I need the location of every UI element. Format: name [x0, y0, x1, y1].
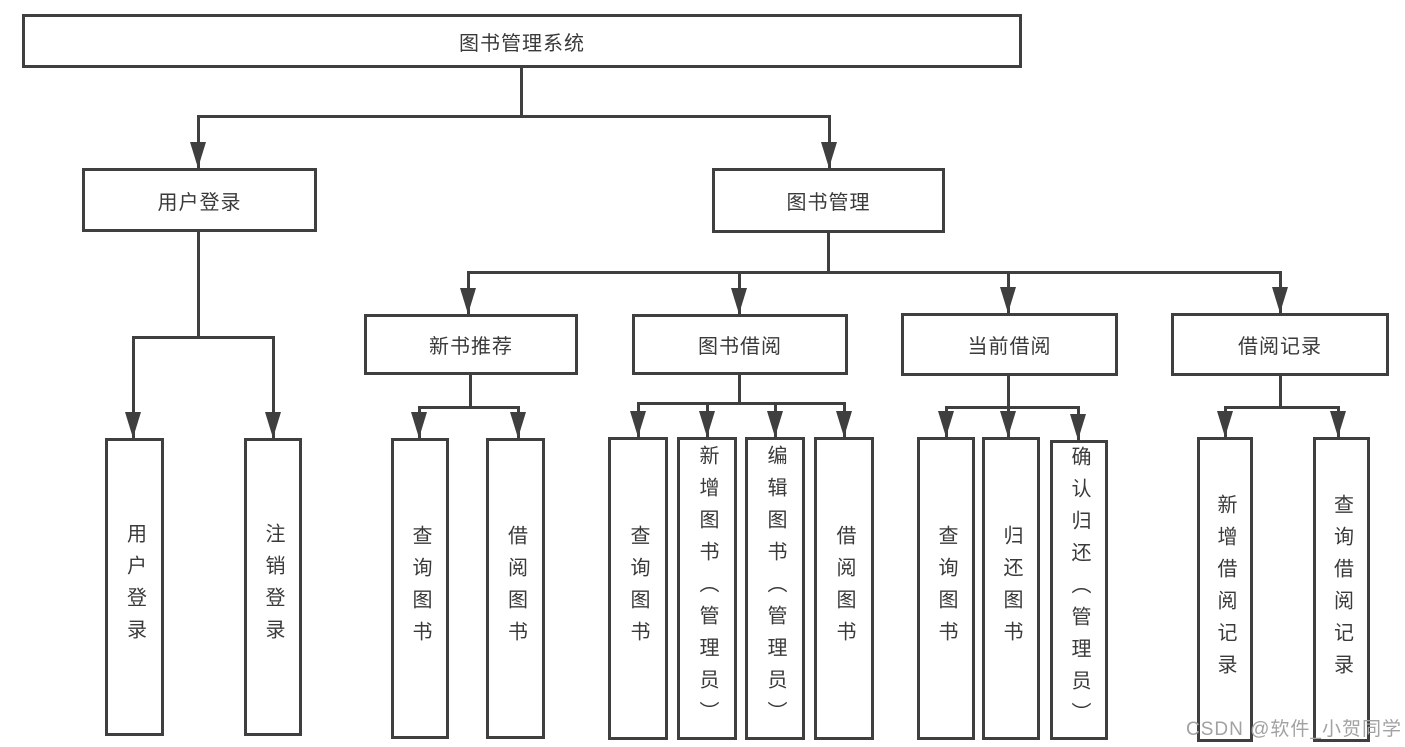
node-library-system: 图书管理系统 — [22, 14, 1022, 68]
arrow-down-icon — [1217, 411, 1233, 437]
leaf-user-login: 用户登录 — [105, 438, 164, 736]
arrow-down-icon — [265, 412, 281, 438]
leaf-bb-borrow-books-label: 借阅图书 — [833, 524, 855, 653]
leaf-bb-query-books: 查询图书 — [608, 437, 668, 740]
node-book-management: 图书管理 — [712, 168, 945, 233]
leaf-nb-borrow-books-label: 借阅图书 — [504, 524, 527, 653]
leaf-cb-return-books-label: 归还图书 — [1000, 524, 1022, 653]
connector-book-mgmt-drop — [828, 115, 831, 168]
arrow-down-icon — [1330, 411, 1346, 437]
arrow-down-icon — [1000, 287, 1016, 313]
arrow-down-icon — [630, 411, 646, 437]
connector-drop — [132, 336, 135, 438]
leaf-cb-query-books-label: 查询图书 — [935, 524, 957, 653]
connector-root-stem — [520, 68, 523, 117]
connector-user-login-rail — [132, 336, 275, 339]
node-book-borrow-label: 图书借阅 — [698, 336, 782, 358]
leaf-br-add-record: 新增借阅记录 — [1197, 437, 1253, 742]
arrow-down-icon — [125, 412, 141, 438]
leaf-nb-query-books-label: 查询图书 — [409, 524, 431, 653]
connector-borrow-records-rail — [1224, 406, 1340, 409]
arrow-down-icon — [938, 411, 954, 437]
node-borrow-records-label: 借阅记录 — [1238, 336, 1322, 358]
node-library-system-label: 图书管理系统 — [459, 32, 585, 55]
node-book-management-label: 图书管理 — [786, 192, 871, 214]
csdn-watermark: CSDN @软件_小贺同学 — [1186, 719, 1402, 740]
arrow-down-icon — [190, 142, 206, 168]
node-user-login-label: 用户登录 — [157, 191, 242, 214]
arrow-down-icon — [411, 412, 427, 438]
connector-current-borrow-rail — [945, 406, 1080, 409]
connector-level1-rail — [197, 115, 831, 118]
leaf-logout-label: 注销登录 — [262, 523, 284, 651]
arrow-down-icon — [510, 412, 526, 438]
leaf-bb-edit-books: 编辑图书（管理员） — [745, 437, 805, 740]
node-new-book-recommend-label: 新书推荐 — [429, 336, 513, 358]
arrow-down-icon — [1000, 411, 1016, 437]
leaf-cb-query-books: 查询图书 — [917, 437, 975, 740]
connector-user-login-stem — [197, 232, 200, 338]
connector-drop — [272, 336, 275, 438]
arrow-down-icon — [836, 411, 852, 437]
connector-book-borrow-stem — [738, 375, 741, 404]
leaf-cb-confirm-return: 确认归还（管理员） — [1050, 440, 1108, 740]
connector-borrow-records-stem — [1279, 376, 1282, 408]
connector-level2-rail — [467, 271, 1281, 274]
leaf-br-query-record-label: 查询借阅记录 — [1330, 493, 1353, 686]
leaf-bb-borrow-books: 借阅图书 — [814, 437, 874, 740]
arrow-down-icon — [1272, 287, 1288, 313]
connector-new-book-rail — [418, 406, 520, 409]
connector-user-login-drop — [197, 115, 200, 168]
node-new-book-recommend: 新书推荐 — [364, 314, 578, 375]
leaf-user-login-label: 用户登录 — [123, 523, 146, 651]
connector-current-borrow-stem — [1007, 376, 1010, 408]
node-current-borrow: 当前借阅 — [901, 313, 1118, 376]
leaf-nb-borrow-books: 借阅图书 — [486, 438, 545, 739]
leaf-br-query-record: 查询借阅记录 — [1313, 437, 1370, 742]
leaf-bb-add-books-label: 新增图书（管理员） — [696, 444, 718, 733]
node-current-borrow-label: 当前借阅 — [967, 336, 1052, 358]
node-user-login: 用户登录 — [82, 168, 317, 232]
leaf-cb-confirm-return-label: 确认归还（管理员） — [1068, 446, 1090, 734]
leaf-logout: 注销登录 — [244, 438, 302, 736]
connector-book-mgmt-stem — [827, 233, 830, 274]
leaf-bb-edit-books-label: 编辑图书（管理员） — [764, 444, 786, 733]
leaf-bb-add-books: 新增图书（管理员） — [677, 437, 737, 740]
leaf-bb-query-books-label: 查询图书 — [627, 524, 649, 653]
arrow-down-icon — [731, 288, 747, 314]
connector-book-borrow-rail — [637, 402, 846, 405]
arrow-down-icon — [699, 411, 715, 437]
arrow-down-icon — [767, 411, 783, 437]
arrow-down-icon — [460, 288, 476, 314]
arrow-down-icon — [1070, 414, 1086, 440]
leaf-cb-return-books: 归还图书 — [982, 437, 1040, 740]
connector-new-book-stem — [469, 375, 472, 408]
node-borrow-records: 借阅记录 — [1171, 313, 1389, 376]
node-book-borrow: 图书借阅 — [632, 314, 848, 375]
leaf-br-add-record-label: 新增借阅记录 — [1214, 493, 1236, 686]
arrow-down-icon — [821, 142, 837, 168]
leaf-nb-query-books: 查询图书 — [391, 438, 449, 739]
